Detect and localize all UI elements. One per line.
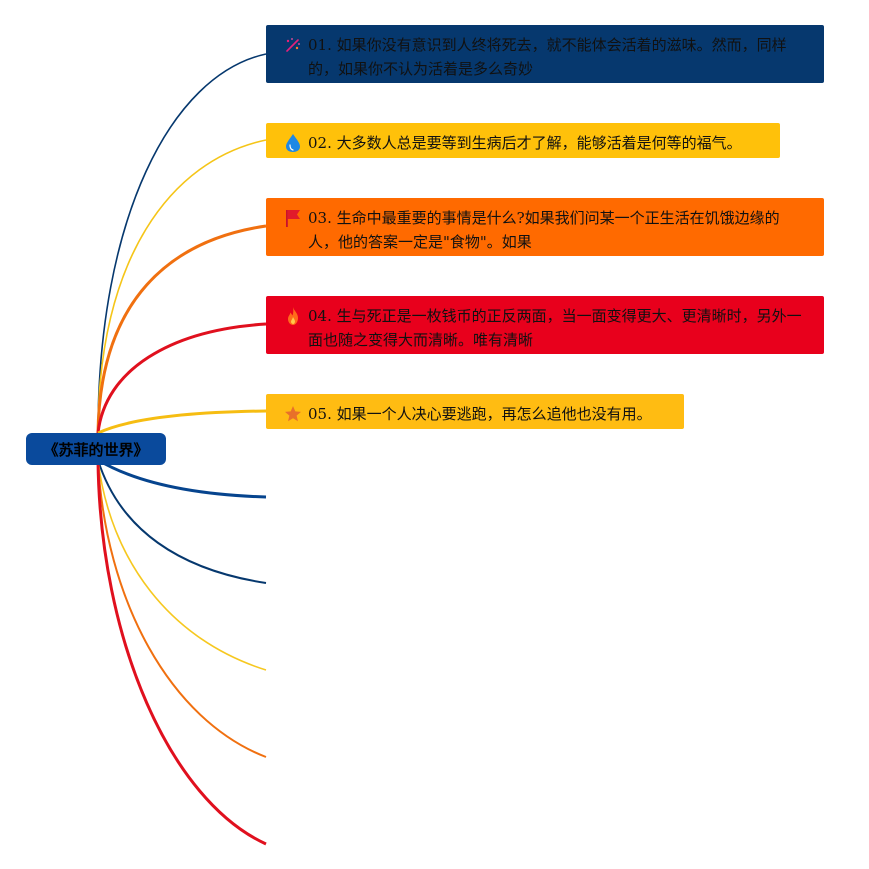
branch-line-5: [97, 409, 267, 435]
branch-line-1: [97, 53, 267, 434]
root-topic-label: 《苏菲的世界》: [43, 440, 149, 459]
sparkles-icon: [284, 33, 306, 57]
branch-line-8: [97, 459, 267, 671]
topic-node-5-text: 05. 如果一个人决心要逃跑，再怎么追他也没有用。: [308, 405, 652, 423]
branch-line-10: [96, 459, 267, 846]
branch-line-6: [97, 458, 267, 499]
branch-line-2: [97, 139, 267, 434]
topic-node-3-text: 03. 生命中最重要的事情是什么?如果我们问某一个正生活在饥饿边缘的人，他的答案…: [308, 209, 780, 251]
water-drop-icon: [284, 131, 306, 155]
root-topic[interactable]: 《苏菲的世界》: [26, 433, 166, 465]
branch-line-7: [97, 459, 267, 584]
topic-node-3[interactable]: 03. 生命中最重要的事情是什么?如果我们问某一个正生活在饥饿边缘的人，他的答案…: [266, 198, 824, 256]
topic-node-2[interactable]: 02. 大多数人总是要等到生病后才了解，能够活着是何等的福气。: [266, 123, 780, 158]
topic-node-2-text: 02. 大多数人总是要等到生病后才了解，能够活着是何等的福气。: [308, 134, 742, 152]
topic-node-4-text: 04. 生与死正是一枚钱币的正反两面，当一面变得更大、更清晰时，另外一面也随之变…: [308, 307, 802, 349]
topic-node-4[interactable]: 04. 生与死正是一枚钱币的正反两面，当一面变得更大、更清晰时，另外一面也随之变…: [266, 296, 824, 354]
star-icon: [284, 402, 306, 426]
fire-icon: [284, 304, 306, 328]
branch-line-3: [96, 224, 267, 434]
topic-node-1[interactable]: 01. 如果你没有意识到人终将死去，就不能体会活着的滋味。然而，同样的，如果你不…: [266, 25, 824, 83]
topic-node-5[interactable]: 05. 如果一个人决心要逃跑，再怎么追他也没有用。: [266, 394, 684, 429]
branch-line-4: [96, 322, 267, 434]
branch-line-9: [97, 459, 267, 758]
flag-icon: [284, 206, 306, 230]
topic-node-1-text: 01. 如果你没有意识到人终将死去，就不能体会活着的滋味。然而，同样的，如果你不…: [308, 36, 787, 78]
